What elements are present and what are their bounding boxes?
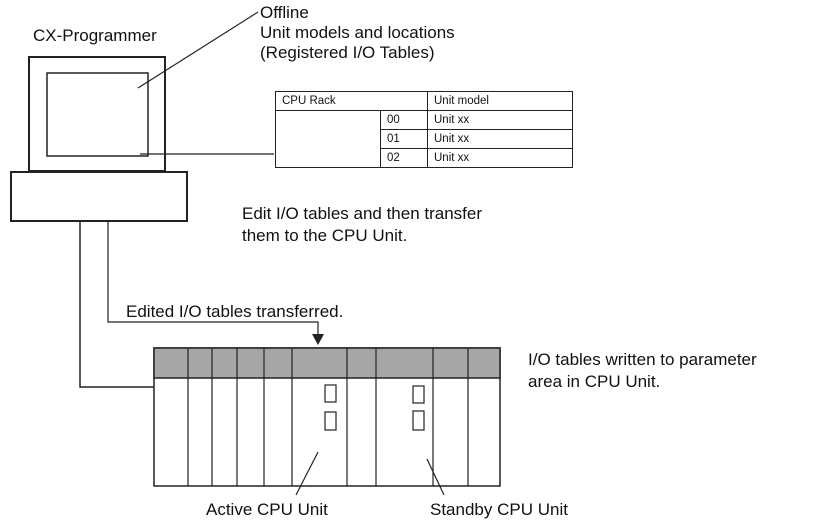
table-row: 00 Unit xx xyxy=(275,110,573,168)
transfer-arrow xyxy=(312,334,324,345)
io-table-header: CPU Rack Unit model xyxy=(275,91,573,111)
slot-cell: 01 xyxy=(380,129,428,149)
transfer-line xyxy=(107,221,319,335)
unit-model-header: Unit model xyxy=(427,91,573,111)
offline-leader-line xyxy=(137,11,259,89)
written-label-line2: area in CPU Unit. xyxy=(528,372,661,391)
io-table: CPU Rack Unit model 00 Unit xx 01 Unit x… xyxy=(275,91,573,168)
computer-base xyxy=(10,171,188,222)
active-cpu-label: Active CPU Unit xyxy=(206,500,328,519)
registered-io-tables-label: (Registered I/O Tables) xyxy=(260,43,435,62)
cpu-rack-header: CPU Rack xyxy=(275,91,428,111)
plc-rack xyxy=(153,347,501,487)
offline-label: Offline xyxy=(260,3,309,22)
active-cpu-leader xyxy=(295,451,319,496)
slot-cell: 02 xyxy=(380,148,428,168)
unit-models-label: Unit models and locations xyxy=(260,23,455,42)
active-cpu-port-1 xyxy=(324,384,337,403)
table-row: 01 Unit xx xyxy=(276,129,573,149)
slot-cell: 00 xyxy=(380,110,428,130)
model-cell: Unit xx xyxy=(427,110,573,130)
active-cpu-port-2 xyxy=(324,411,337,431)
standby-cpu-label: Standby CPU Unit xyxy=(430,500,568,519)
table-row: 02 Unit xx xyxy=(276,148,573,168)
written-label-line1: I/O tables written to parameter xyxy=(528,350,757,369)
transfer-to-cpu-label: them to the CPU Unit. xyxy=(242,226,408,245)
standby-cpu-leader xyxy=(426,458,445,496)
tables-transferred-label: Edited I/O tables transferred. xyxy=(126,302,344,321)
edit-io-tables-label: Edit I/O tables and then transfer xyxy=(242,204,483,223)
cx-programmer-label: CX-Programmer xyxy=(33,26,157,45)
standby-cpu-port-2 xyxy=(412,410,425,431)
standby-cpu-port-1 xyxy=(412,385,425,404)
model-cell: Unit xx xyxy=(427,148,573,168)
rack-cell xyxy=(275,110,381,168)
monitor-screen xyxy=(46,72,149,157)
model-cell: Unit xx xyxy=(427,129,573,149)
